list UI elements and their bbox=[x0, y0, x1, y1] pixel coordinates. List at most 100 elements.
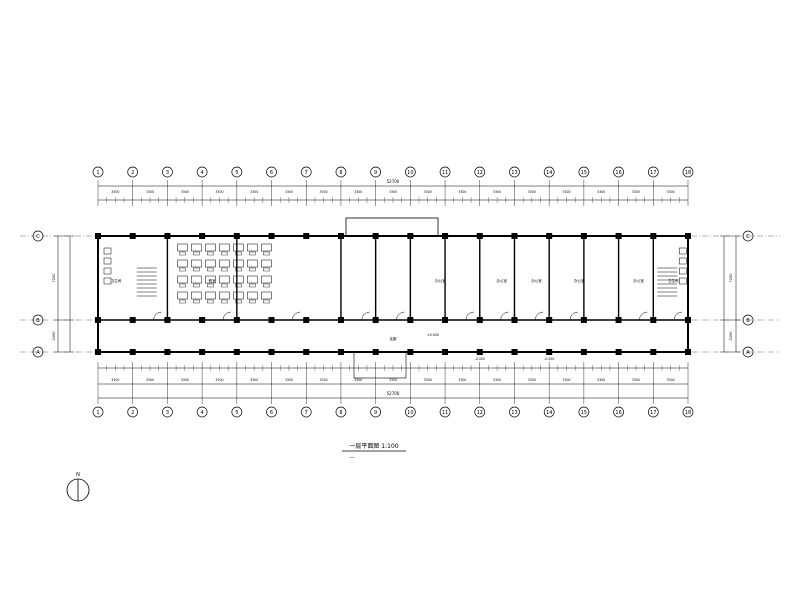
bay-dimension-bottom: 3300 bbox=[667, 378, 675, 382]
desk bbox=[205, 291, 216, 300]
bay-dimension-bottom: 3300 bbox=[597, 378, 605, 382]
column bbox=[95, 349, 101, 355]
chair bbox=[235, 283, 242, 288]
bay-dimension-bottom: 3300 bbox=[285, 378, 293, 382]
chair bbox=[193, 299, 200, 304]
desk bbox=[205, 243, 216, 252]
axis-bubble-top bbox=[196, 166, 208, 178]
column bbox=[615, 233, 622, 239]
axis-bubble-bottom bbox=[543, 406, 555, 418]
room-label: 办公室 bbox=[435, 278, 446, 283]
desk bbox=[261, 259, 272, 268]
column bbox=[233, 349, 240, 355]
door-swing bbox=[361, 311, 370, 321]
door-swing bbox=[292, 311, 301, 321]
door-swing bbox=[673, 311, 683, 321]
bay-dimension-bottom: 3300 bbox=[389, 378, 397, 382]
bay-dimension-top: 3300 bbox=[632, 190, 640, 194]
column bbox=[268, 317, 275, 323]
axis-label-bottom: 7 bbox=[305, 410, 308, 416]
axis-label-bottom: 16 bbox=[615, 410, 621, 416]
bay-dimension-bottom: 3300 bbox=[354, 378, 362, 382]
bay-dimension-bottom: 3300 bbox=[320, 378, 328, 382]
column bbox=[95, 317, 101, 323]
desk bbox=[177, 243, 188, 252]
axis-bubble-top bbox=[266, 166, 277, 178]
column bbox=[546, 349, 553, 355]
axis-bubble-bottom bbox=[266, 406, 277, 418]
desk bbox=[191, 275, 202, 284]
axis-label-top: 2 bbox=[131, 170, 134, 176]
right-dimension-text: 2400 bbox=[729, 332, 733, 341]
room-label: 办公室 bbox=[633, 278, 644, 283]
right-dimension-text: 7200 bbox=[729, 274, 733, 283]
desk bbox=[219, 291, 230, 300]
axis-label-top: 7 bbox=[305, 170, 308, 176]
desk bbox=[247, 275, 258, 284]
bay-dimension-top: 3300 bbox=[667, 190, 675, 194]
axis-label-bottom: 15 bbox=[581, 410, 587, 416]
desk bbox=[219, 259, 230, 268]
axis-label-bottom: 2 bbox=[131, 410, 134, 416]
axis-bubble-bottom bbox=[231, 406, 243, 418]
bay-dimension-top: 3300 bbox=[215, 190, 223, 194]
bay-dimension-bottom: 3300 bbox=[250, 378, 258, 382]
column bbox=[511, 317, 518, 323]
column bbox=[164, 233, 171, 239]
axis-bubble-top bbox=[162, 166, 173, 178]
north-arrow-icon: N bbox=[66, 472, 90, 502]
desk bbox=[247, 291, 258, 300]
bay-dimension-top: 3300 bbox=[181, 190, 189, 194]
axis-bubble-top bbox=[613, 166, 624, 178]
column bbox=[199, 349, 206, 355]
axis-bubble-bottom bbox=[474, 406, 486, 418]
column bbox=[129, 233, 136, 239]
bay-dimension-bottom: 3300 bbox=[528, 378, 536, 382]
column bbox=[407, 317, 414, 323]
desk bbox=[261, 291, 272, 300]
column bbox=[164, 317, 171, 323]
column bbox=[511, 233, 518, 239]
chair bbox=[193, 267, 200, 272]
toilet-fixture bbox=[679, 277, 687, 285]
chair bbox=[179, 267, 186, 272]
door-swing bbox=[153, 311, 162, 321]
chair bbox=[263, 267, 270, 272]
axis-label-top: 11 bbox=[442, 170, 448, 176]
column bbox=[95, 233, 101, 239]
axis-bubble-bottom bbox=[370, 406, 381, 418]
column bbox=[685, 349, 691, 355]
column bbox=[233, 233, 240, 239]
column bbox=[337, 317, 344, 323]
axis-label-top: 15 bbox=[581, 170, 587, 176]
chair bbox=[221, 283, 228, 288]
column bbox=[476, 233, 483, 239]
bay-dimension-bottom: 3300 bbox=[458, 378, 466, 382]
bay-dimension-bottom: 3300 bbox=[146, 378, 154, 382]
axis-label-top: 9 bbox=[374, 170, 377, 176]
axis-bubble-top bbox=[647, 166, 659, 178]
axis-label-top: 3 bbox=[166, 170, 169, 176]
axis-label-top: 16 bbox=[615, 170, 621, 176]
column bbox=[476, 317, 483, 323]
desk bbox=[261, 243, 272, 252]
chair bbox=[179, 251, 186, 256]
column bbox=[442, 233, 449, 239]
axis-bubble-bottom bbox=[509, 406, 520, 418]
chair bbox=[249, 251, 256, 256]
column bbox=[615, 317, 622, 323]
overall-dimension-bottom: 52700 bbox=[387, 391, 400, 396]
desk bbox=[247, 243, 258, 252]
room-label: 卫生间 bbox=[668, 278, 679, 283]
door-swing bbox=[500, 311, 509, 321]
axis-bubble-top bbox=[509, 166, 520, 178]
axis-label-left: B bbox=[36, 318, 40, 324]
bay-dimension-top: 3300 bbox=[111, 190, 119, 194]
axis-bubble-bottom bbox=[162, 406, 173, 418]
axis-bubble-top bbox=[543, 166, 555, 178]
axis-bubble-bottom bbox=[647, 406, 659, 418]
axis-label-bottom: 1 bbox=[96, 410, 99, 416]
desk bbox=[233, 259, 244, 268]
